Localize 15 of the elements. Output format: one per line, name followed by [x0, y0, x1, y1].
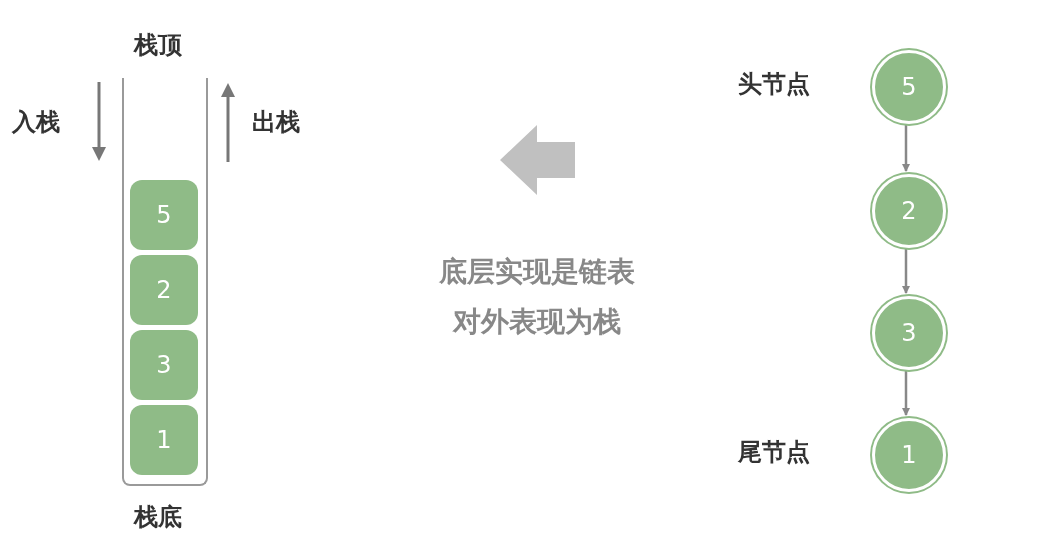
- node-caption: 头节点: [738, 69, 810, 99]
- stack-bottom-label: 栈底: [134, 502, 182, 532]
- stack-item-box: 2: [130, 255, 198, 325]
- note-text: 底层实现是链表对外表现为栈: [438, 254, 636, 340]
- action-label: 入栈: [12, 107, 60, 137]
- list-node-circle: 1: [872, 418, 946, 492]
- stack-item-box: 1: [130, 405, 198, 475]
- action-label: 出栈: [252, 107, 300, 137]
- stack-item-box: 5: [130, 180, 198, 250]
- stack-top-label: 栈顶: [134, 30, 182, 60]
- list-node-circle: 5: [872, 50, 946, 124]
- node-caption: 尾节点: [738, 437, 810, 467]
- list-node-circle: 2: [872, 174, 946, 248]
- stack-item-box: 3: [130, 330, 198, 400]
- list-node-circle: 3: [872, 296, 946, 370]
